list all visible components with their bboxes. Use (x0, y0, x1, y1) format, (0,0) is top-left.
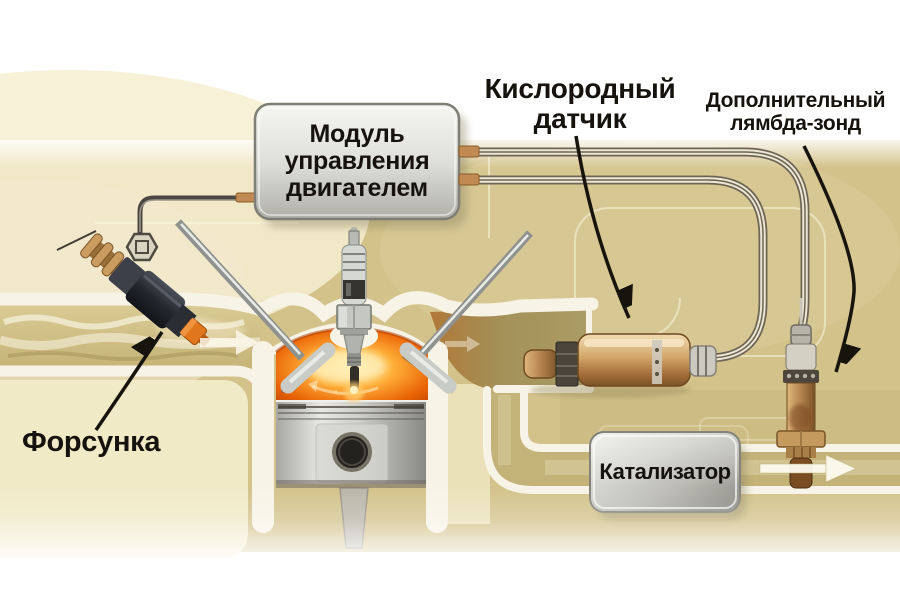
ecu-module-box (253, 102, 480, 228)
exhaust-valve (399, 230, 533, 394)
wire-to-lambda-probe (474, 147, 810, 335)
lambda-probe (776, 298, 826, 489)
bottom-fade (0, 486, 900, 600)
injector-wire (137, 192, 259, 234)
sensor-wires (474, 147, 810, 363)
intake-flow-arrow (200, 330, 258, 355)
wire-to-oxygen-sensor (474, 175, 768, 363)
arrow-to-lambda-probe (802, 145, 854, 373)
annotation-arrows (94, 135, 854, 431)
arrow-to-injector (94, 332, 164, 431)
injector-feed-line (56, 230, 97, 251)
injector-label: Форсунка (22, 426, 161, 458)
catalyst-label: Катализатор (599, 459, 731, 485)
ecu-pin (458, 173, 480, 186)
ecu-module-label: Модуль управления двигателем (284, 120, 430, 202)
exhaust-flow-arrow (759, 454, 858, 483)
oxygen-sensor-label: Кислородный датчик (484, 73, 676, 135)
lambda-probe-label: Дополнительный лямбда-зонд (705, 89, 886, 135)
arrow-to-oxygen-sensor (574, 135, 629, 319)
spark-plug (336, 227, 372, 402)
ecu-pin (458, 145, 480, 158)
injector-connector (125, 232, 159, 262)
piston (276, 400, 426, 549)
exhaust-port-flow-arrow (445, 336, 480, 352)
intake-valve (175, 219, 336, 394)
oxygen-sensor (523, 333, 717, 398)
fuel-injector (56, 230, 248, 348)
